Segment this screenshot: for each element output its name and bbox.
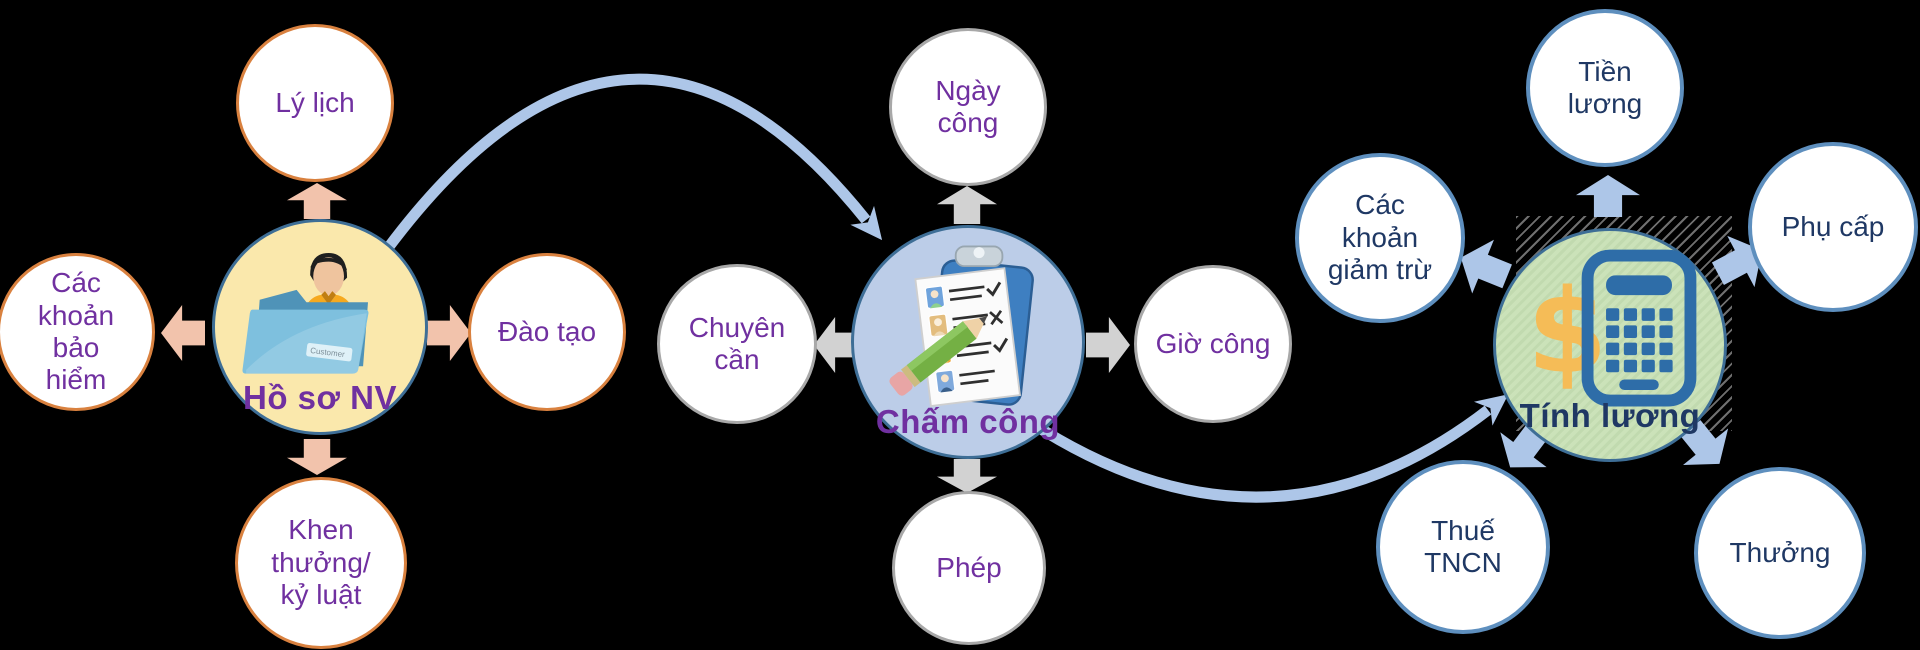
- flow-arrow-chamcong-to-tinhluong: [1027, 394, 1509, 503]
- hub-cham-cong: Chấm công: [851, 225, 1085, 459]
- satellite-phu-cap: Phụ cấp: [1748, 142, 1918, 312]
- satellite-ngay-cong: Ngày công: [889, 28, 1047, 186]
- satellite-chuyen-can: Chuyên cần: [657, 264, 817, 424]
- hub-ho-so-nv: Customer Hồ sơ NV: [212, 219, 428, 435]
- satellite-label: Phép: [936, 551, 1002, 583]
- satellite-cac-khoan-bao-hiem: Các khoản bảo hiểm: [0, 253, 155, 411]
- dollar-sign-glyph: $: [1527, 265, 1608, 400]
- hub-tinh-luong: $ Tính lương: [1493, 228, 1727, 462]
- arrow-tinhluong-to-tienluong: [1576, 175, 1640, 217]
- satellite-gio-cong: Giờ công: [1134, 265, 1292, 423]
- arrow-hoso-to-khenthuong: [287, 439, 347, 475]
- satellite-label: Các khoản giảm trừ: [1327, 189, 1433, 286]
- satellite-label: Thưởng: [1729, 536, 1831, 568]
- hub-label-tinh-luong: Tính lương: [1519, 397, 1701, 434]
- satellite-label: Khen thưởng/ kỷ luật: [271, 514, 371, 611]
- arrow-hoso-to-daotao: [427, 305, 471, 361]
- payroll-calculator-icon: $: [1527, 249, 1697, 407]
- folder-tag-label: Customer: [310, 346, 346, 359]
- satellite-label: Ngày công: [935, 74, 1001, 138]
- satellite-phep: Phép: [892, 491, 1046, 645]
- satellite-thue-tncn: Thuế TNCN: [1376, 460, 1550, 634]
- satellite-thuong: Thưởng: [1694, 467, 1866, 639]
- satellite-label: Giờ công: [1155, 327, 1271, 359]
- arrow-hoso-to-baohiem: [161, 305, 205, 361]
- arrow-chamcong-to-phep: [937, 459, 997, 493]
- satellite-label: Đào tạo: [497, 315, 597, 347]
- arrow-chamcong-to-ngaycong: [937, 186, 997, 224]
- satellite-label: Tiền lương: [1567, 55, 1643, 119]
- timesheet-clipboard-icon: [889, 245, 1034, 408]
- satellite-tien-luong: Tiền lương: [1526, 9, 1684, 167]
- satellite-label: Các khoản bảo hiểm: [37, 267, 115, 396]
- hub-label-ho-so-nv: Hồ sơ NV: [243, 379, 397, 416]
- satellite-dao-tao: Đào tạo: [468, 253, 626, 411]
- satellite-label: Phụ cấp: [1781, 210, 1885, 242]
- satellite-cac-khoan-giam-tru: Các khoản giảm trừ: [1295, 153, 1465, 323]
- flow-arrow-hoso-to-chamcong: [383, 73, 883, 252]
- satellite-label: Lý lịch: [275, 86, 355, 118]
- satellite-khen-thuong-ky-luat: Khen thưởng/ kỷ luật: [235, 477, 407, 649]
- satellite-label: Chuyên cần: [688, 311, 786, 375]
- hub-label-cham-cong: Chấm công: [875, 403, 1061, 440]
- satellite-ly-lich: Lý lịch: [236, 24, 394, 182]
- employee-folder-icon: Customer: [242, 253, 369, 374]
- arrow-chamcong-to-giocong: [1086, 317, 1130, 373]
- arrow-hoso-to-lylich: [287, 183, 347, 219]
- satellite-label: Thuế TNCN: [1424, 514, 1502, 578]
